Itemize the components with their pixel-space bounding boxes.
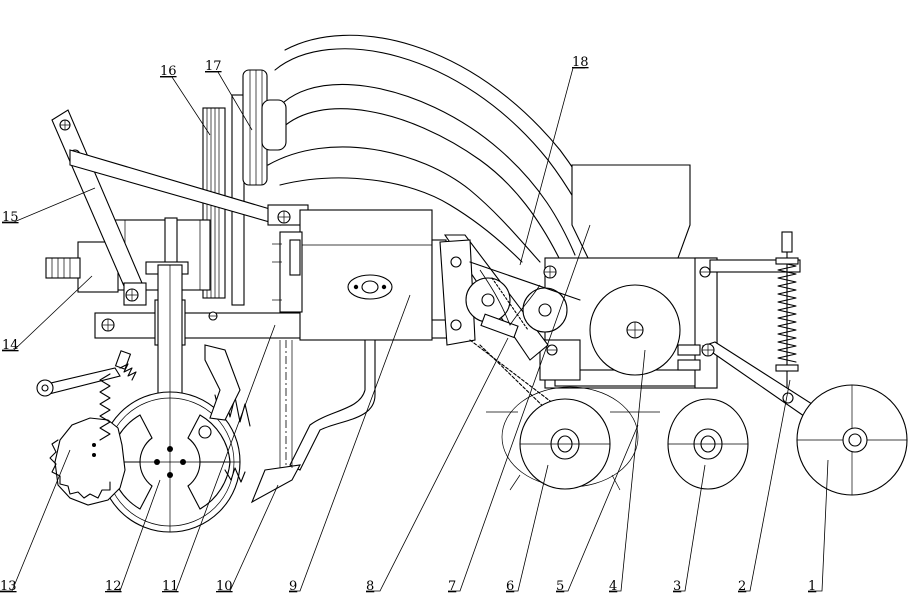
disc-6 [486, 386, 660, 491]
callout-12: 12 [105, 579, 122, 594]
callout-8: 8 [366, 579, 374, 594]
furrow-opener-10 [250, 339, 376, 504]
disc-3 [667, 398, 749, 490]
callout-labels: 1 2 3 4 5 6 7 8 9 10 11 12 13 14 15 16 1… [0, 55, 816, 594]
callout-1: 1 [808, 579, 816, 594]
lever-arm-15 [51, 109, 281, 306]
callout-2: 2 [738, 579, 746, 594]
callout-6: 6 [506, 579, 514, 594]
callout-leaders [0, 67, 829, 592]
callout-11: 11 [162, 579, 179, 594]
callout-18: 18 [572, 55, 589, 70]
callout-7: 7 [448, 579, 456, 594]
press-wheel-1 [796, 384, 908, 496]
callout-15: 15 [2, 210, 19, 225]
callout-4: 4 [609, 579, 617, 594]
callout-13: 13 [0, 579, 17, 594]
wheel-13 [36, 344, 241, 506]
callout-14: 14 [2, 338, 19, 353]
callout-5: 5 [556, 579, 564, 594]
housing-9 [272, 209, 447, 341]
callout-16: 16 [160, 64, 177, 79]
callout-17: 17 [205, 59, 222, 74]
callout-9: 9 [289, 579, 297, 594]
rear-frame [539, 257, 801, 389]
callout-3: 3 [673, 579, 681, 594]
pulley-assembly [202, 69, 287, 306]
callout-10: 10 [216, 579, 233, 594]
